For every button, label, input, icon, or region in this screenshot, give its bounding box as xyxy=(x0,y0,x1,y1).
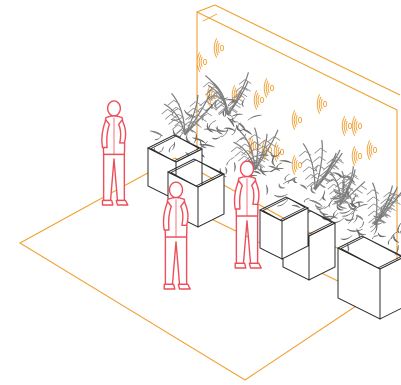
frond-leaf xyxy=(307,159,313,163)
leaf xyxy=(347,229,362,232)
frond-leaf xyxy=(303,167,309,172)
frond-leaf xyxy=(328,184,334,189)
leaf xyxy=(150,131,163,136)
leaf xyxy=(292,205,300,208)
person-icon xyxy=(235,161,262,268)
leaf xyxy=(242,98,245,107)
frond-leaf xyxy=(299,151,305,156)
person-icon xyxy=(102,101,128,205)
sound-wave-icon xyxy=(274,142,283,161)
frond-leaf xyxy=(357,189,363,193)
leaf xyxy=(393,234,399,243)
sound-wave-icon xyxy=(317,94,326,113)
leaf xyxy=(319,209,328,214)
planter-icon xyxy=(338,236,401,319)
frond-leaf xyxy=(206,112,212,116)
leaf xyxy=(372,236,378,239)
leaf xyxy=(212,136,221,140)
sound-wave-icon xyxy=(367,140,376,159)
frond-leaf xyxy=(368,211,374,216)
sound-wave-icon xyxy=(264,78,273,97)
leaf xyxy=(257,168,269,172)
leaf xyxy=(329,199,335,208)
leaf xyxy=(345,218,355,221)
leaf xyxy=(388,237,393,245)
frond-leaf xyxy=(169,119,175,124)
leaf xyxy=(224,128,235,131)
sound-wave-icon xyxy=(197,52,206,71)
frond-leaf xyxy=(329,189,335,194)
frond-leaf xyxy=(314,157,320,162)
frond-leaf xyxy=(188,108,194,113)
leaf xyxy=(172,142,175,150)
leaf xyxy=(279,184,285,189)
frond-leaf xyxy=(361,185,367,189)
leaf xyxy=(277,163,282,168)
leaf xyxy=(234,162,236,171)
frond-leaf xyxy=(231,147,237,152)
frond-leaf xyxy=(368,204,374,209)
sound-wave-icon xyxy=(292,155,301,174)
leaf xyxy=(221,129,228,137)
leaf xyxy=(253,171,261,174)
sound-wave-icon xyxy=(352,116,361,135)
frond-leaf xyxy=(201,118,207,122)
leaf xyxy=(227,157,234,165)
sound-wave-icon xyxy=(292,110,301,129)
frond-leaf xyxy=(162,109,168,114)
frond-leaf xyxy=(195,123,201,127)
frond-leaf xyxy=(321,148,327,152)
leaf xyxy=(209,120,216,127)
frond-leaf xyxy=(178,114,184,118)
sound-wave-icon xyxy=(254,90,263,109)
sound-wave-icon xyxy=(342,116,351,135)
leaf xyxy=(285,174,290,181)
frond-leaf xyxy=(315,148,321,153)
leaf xyxy=(378,233,386,237)
frond-leaf xyxy=(235,151,241,156)
leaf xyxy=(266,185,268,195)
sound-wave-icon xyxy=(352,146,361,165)
frond-leaf xyxy=(301,159,307,164)
leaf xyxy=(300,185,307,190)
frond-leaf xyxy=(168,100,174,105)
frond-leaf xyxy=(305,174,311,179)
frond-leaf xyxy=(238,156,244,161)
frond-leaf xyxy=(165,114,171,119)
leaf xyxy=(248,115,262,120)
frond-leaf xyxy=(238,98,244,102)
leaf xyxy=(324,200,332,208)
frond-leaf xyxy=(203,82,209,87)
frond-leaf xyxy=(259,163,265,167)
frond-leaf xyxy=(274,137,280,141)
leaf xyxy=(155,135,161,140)
leaf xyxy=(280,160,292,163)
sound-wave-icon xyxy=(214,38,223,57)
frond-leaf xyxy=(367,190,373,195)
planter-icon xyxy=(260,197,308,259)
leaf xyxy=(360,221,364,228)
frond-leaf xyxy=(367,197,373,202)
leaf xyxy=(225,167,227,174)
frond-leaf xyxy=(236,137,242,142)
leaf xyxy=(232,118,238,123)
leaf xyxy=(341,235,353,239)
frond-leaf xyxy=(249,135,255,140)
frond-leaf xyxy=(176,130,182,135)
frond-leaf xyxy=(190,102,196,107)
leaf xyxy=(159,147,163,152)
leaf xyxy=(304,198,309,202)
